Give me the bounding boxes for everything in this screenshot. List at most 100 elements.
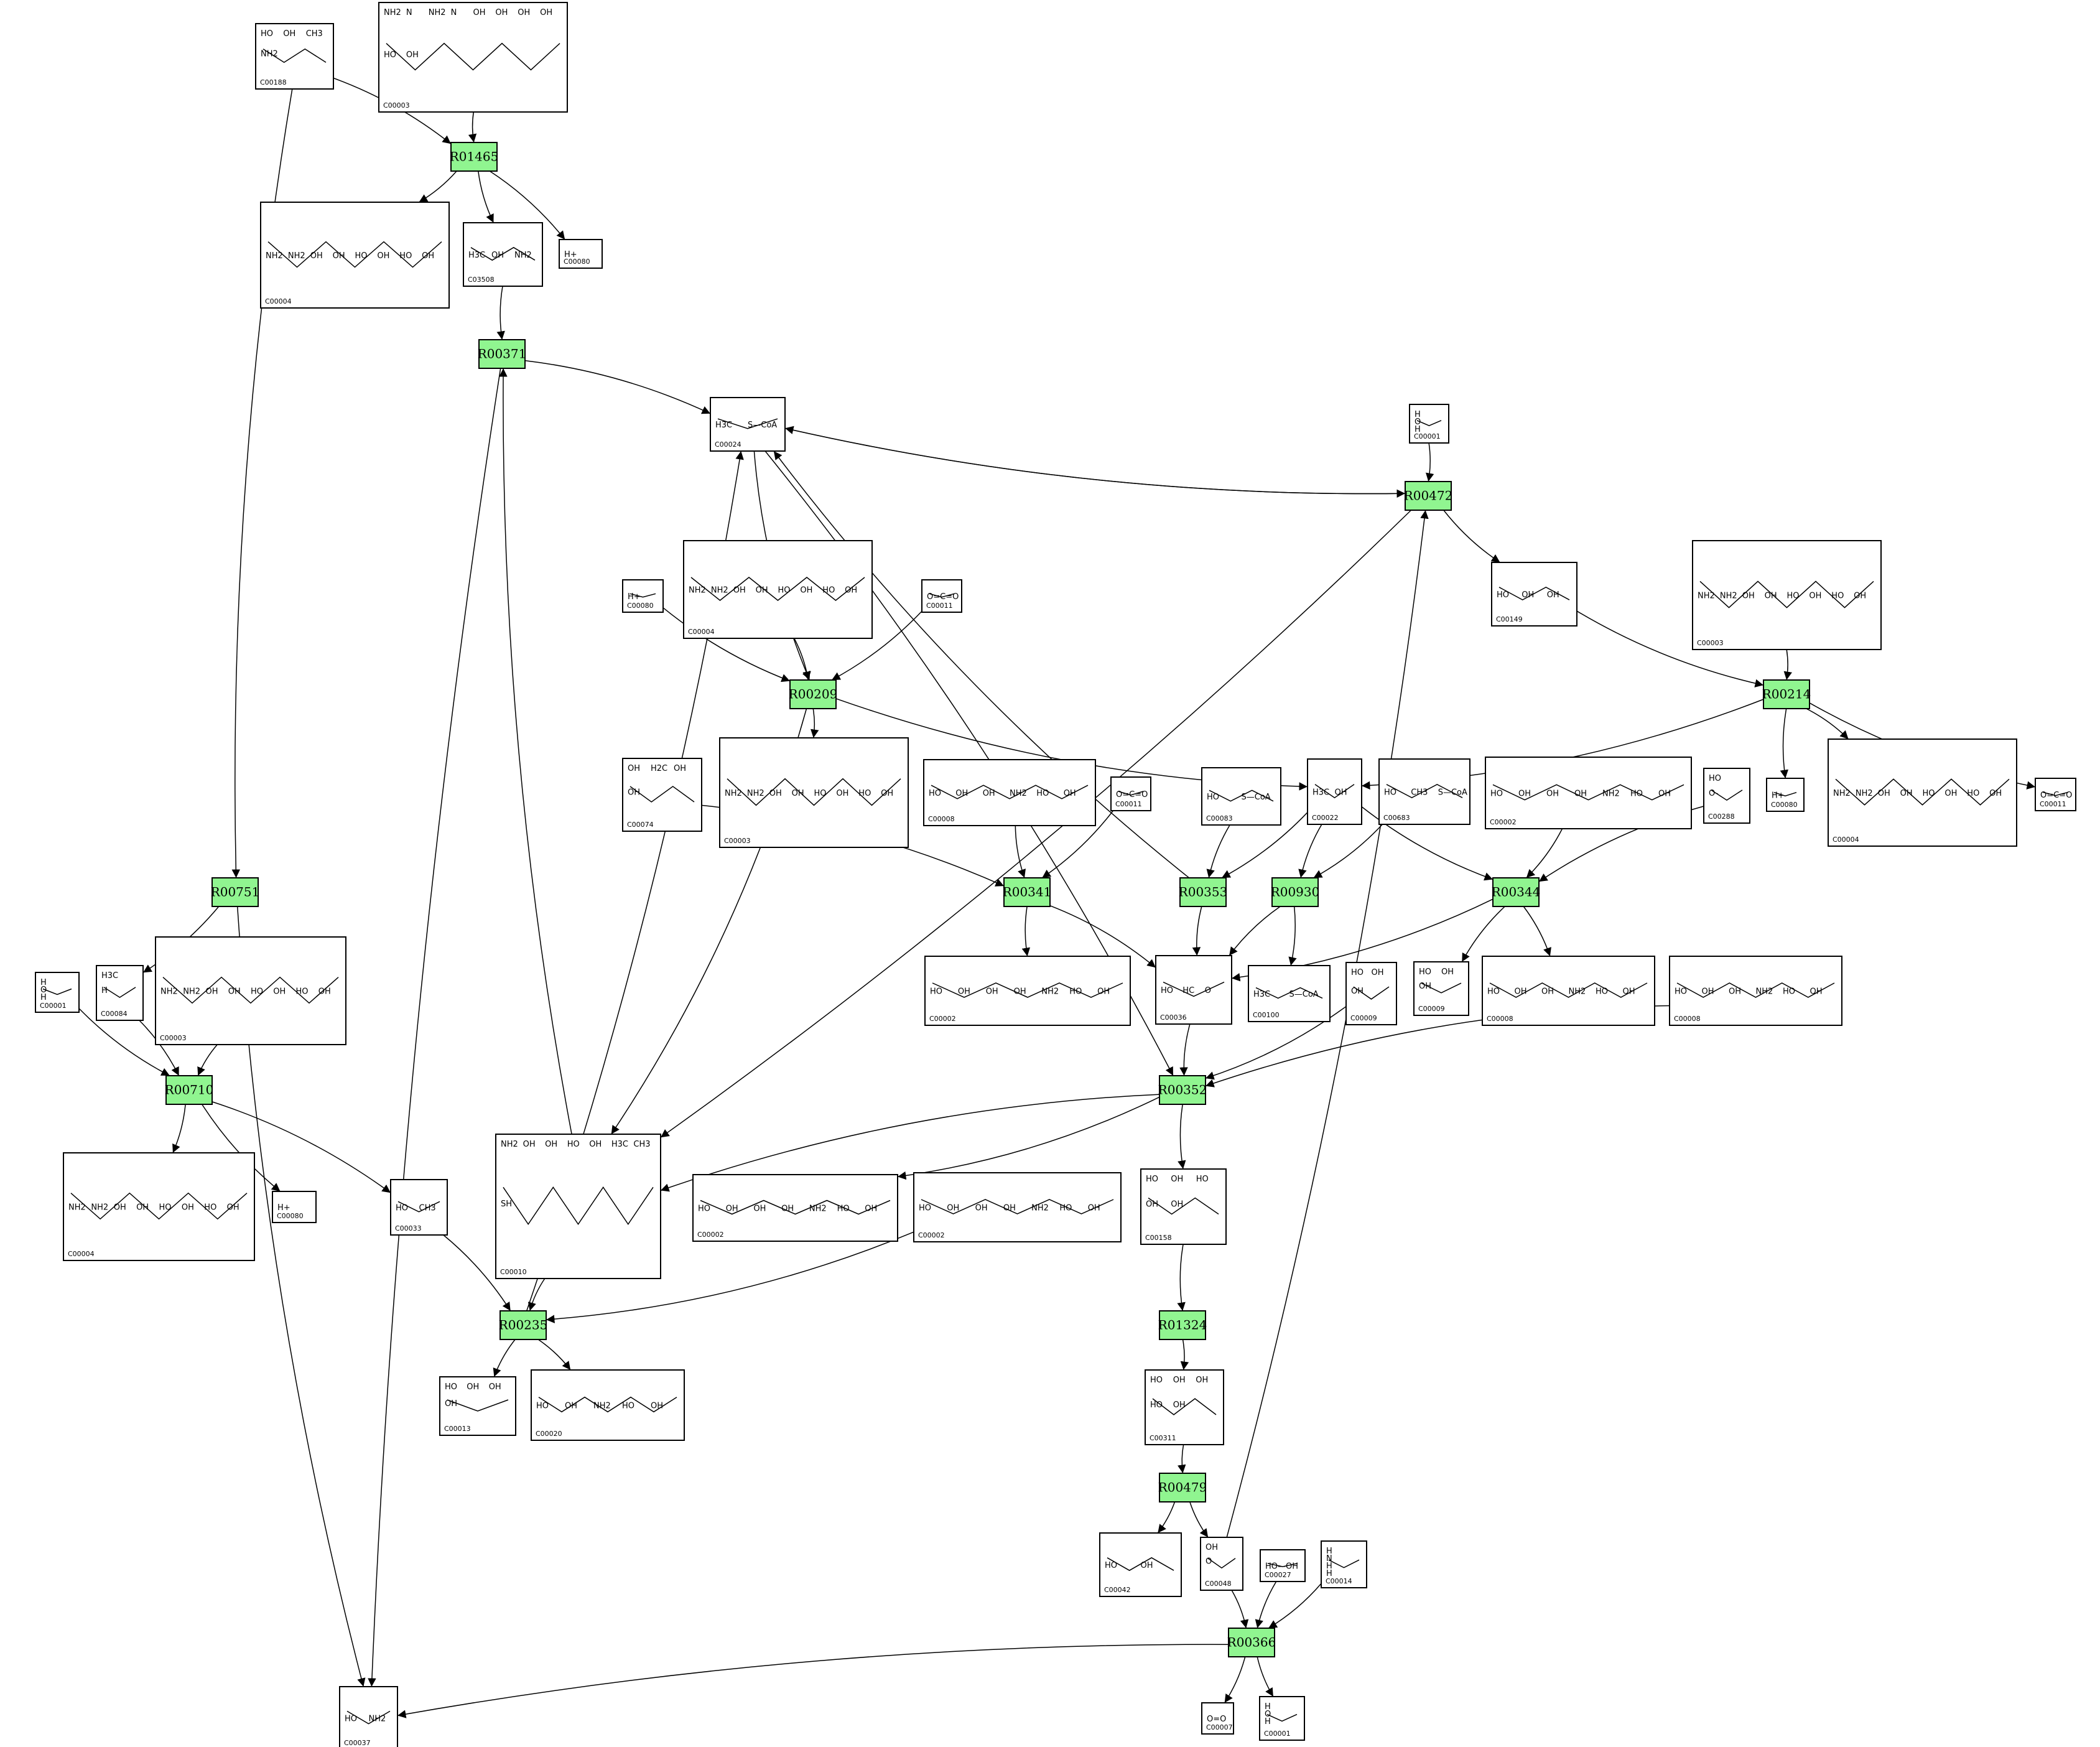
atom-label: OH	[800, 586, 812, 595]
reaction-r00214[interactable]: R00214	[1762, 679, 1811, 709]
atom-label: HO	[399, 251, 412, 261]
atom-label: HO	[1059, 1204, 1072, 1213]
atom-label: CH3	[419, 1204, 436, 1213]
reaction-r00341[interactable]: R00341	[1003, 877, 1052, 907]
edge-R00710-to-c033	[211, 1101, 391, 1193]
atom-label: H3C	[1253, 990, 1270, 999]
compound-c00288[interactable]: HOO-C00288	[1703, 768, 1750, 824]
atom-label: HO	[567, 1140, 580, 1149]
atom-label: OH	[1702, 987, 1714, 997]
reaction-r00371[interactable]: R00371	[478, 339, 527, 369]
atom-label: H	[1415, 425, 1421, 434]
edge-c022-to-R00353	[1221, 812, 1308, 878]
reaction-r00344[interactable]: R00344	[1492, 877, 1541, 907]
reaction-r00930[interactable]: R00930	[1271, 877, 1320, 907]
compound-c00080[interactable]: H+C00080	[622, 579, 664, 613]
reaction-r00479[interactable]: R00479	[1158, 1473, 1207, 1502]
reaction-r00472[interactable]: R00472	[1404, 481, 1453, 511]
atom-label: H	[1326, 1547, 1332, 1556]
atom-label: HO	[1384, 788, 1396, 798]
atom-label: OH	[1335, 788, 1347, 798]
reaction-r01324[interactable]: R01324	[1158, 1310, 1207, 1340]
edge-c002a-to-R00344	[1526, 828, 1563, 878]
reaction-label: R00479	[1158, 1480, 1207, 1495]
compound-c00080[interactable]: H+C00080	[559, 239, 603, 269]
edge-c033-to-R00235	[443, 1234, 511, 1311]
atom-label: O	[1265, 1710, 1271, 1719]
atom-label: NH2	[384, 8, 401, 17]
compound-c00080[interactable]: H+C00080	[272, 1191, 317, 1223]
atom-label: HO	[1487, 987, 1500, 997]
reaction-r00352[interactable]: R00352	[1158, 1075, 1207, 1105]
reaction-r00209[interactable]: R00209	[789, 679, 838, 709]
atom-label: HO	[1207, 793, 1219, 802]
reaction-r00710[interactable]: R00710	[165, 1075, 214, 1105]
edge-R00366-to-c037	[397, 1644, 1229, 1718]
reaction-r00751[interactable]: R00751	[211, 877, 260, 907]
reaction-label: R00353	[1179, 885, 1228, 900]
reaction-r00235[interactable]: R00235	[499, 1310, 548, 1340]
reaction-label: R00930	[1271, 885, 1320, 900]
atom-label: OH	[1088, 1204, 1100, 1213]
atom-label: OH	[1146, 1200, 1158, 1209]
compound-c00080[interactable]: H+C00080	[1766, 778, 1805, 812]
compound-id-label: C00014	[1326, 1577, 1352, 1585]
atom-label: NH2	[1031, 1204, 1049, 1213]
atom-label: OH	[228, 987, 241, 997]
reaction-r01465[interactable]: R01465	[450, 142, 499, 172]
atom-label: NH2	[809, 1204, 827, 1214]
reaction-r00353[interactable]: R00353	[1179, 877, 1228, 907]
reaction-r00366[interactable]: R00366	[1227, 1628, 1276, 1657]
